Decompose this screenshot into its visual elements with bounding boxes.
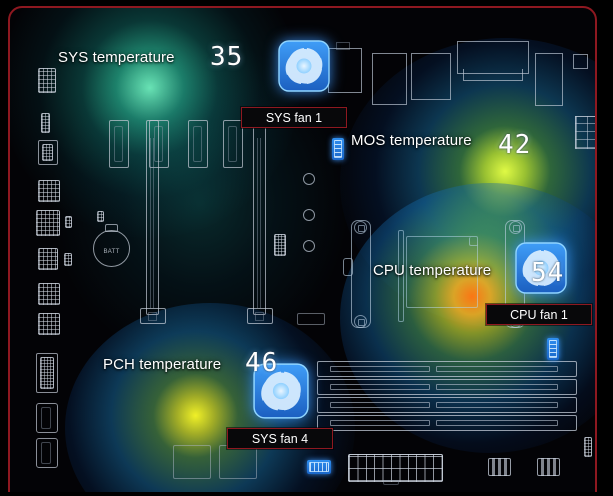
dimm-head-3 [188,120,208,168]
cpu-temperature-label: CPU temperature [373,262,492,279]
pch-temperature-value: 46 [245,348,279,378]
header-block-5b [65,216,72,228]
pcie-slot-2-seg-b [436,384,558,390]
mos-temperature-value: 42 [498,130,532,160]
dimm-head-2 [149,120,169,168]
dimm-head-3-inner [193,126,202,162]
sys-temperature-value: 35 [210,42,244,72]
socket-screw-bottom-left [354,315,367,328]
bottom-edge [0,492,613,496]
battery-header [97,211,104,222]
mount-hole-1 [303,173,315,185]
dimm-slot-b-rail [257,138,261,308]
pcie-slot-3-seg-b [436,402,558,408]
front-panel-connector-1 [488,458,511,476]
pcie-slot-1-seg-b [436,366,558,372]
header-block-9-shell [36,353,58,393]
io-ps2-tab [336,42,350,50]
dimm-head-4-inner [228,126,237,162]
dimm-slot-a-notch [148,312,157,321]
pcie-slot-2 [317,379,577,395]
usb-port-1-inner [41,407,51,429]
pcie-slot-4 [317,415,577,431]
header-block-6 [38,248,58,270]
usb-port-2-inner [41,442,51,464]
header-block-6b [64,253,72,266]
mos-temperature-label: MOS temperature [351,132,472,149]
sys-fan-4-callout[interactable]: SYS fan 4 [227,428,333,449]
chip-outline-2 [219,445,257,479]
header-block-3-shell [38,140,58,165]
sys-fan-1-callout[interactable]: SYS fan 1 [241,107,347,128]
cpu-fan-1-icon[interactable] [515,242,567,294]
front-panel-connector-2 [537,458,560,476]
io-audio-block-lip [463,69,523,81]
header-block-8 [38,313,60,335]
socket-retention-left-ear [343,258,353,276]
motherboard-frame: BATT [8,6,597,496]
header-block-1 [38,68,56,93]
sys-fan-4-icon[interactable] [253,363,309,419]
dimm-side-header [274,234,286,256]
io-small-port [573,54,588,69]
io-ps2-port [328,48,362,93]
mount-hole-2 [303,209,315,221]
dimm-slot-b-foot [247,308,273,324]
pcie-slot-4-seg-a [330,420,430,426]
cpu-fan-1-callout[interactable]: CPU fan 1 [486,304,592,325]
header-block-4 [38,180,60,202]
pcie-slot-1-seg-a [330,366,430,372]
dimm-slot-a-foot [140,308,166,324]
cpu-socket-corner [469,237,478,246]
cpu-socket-frame [398,230,404,322]
header-block-9 [40,357,54,389]
pcie-slot-3-seg-a [330,402,430,408]
chip-outline-1 [173,445,211,479]
dimm-head-1-inner [114,126,123,162]
socket-screw-top-right [509,221,522,234]
dimm-head-1 [109,120,129,168]
io-lan-port [535,53,563,106]
pcie-slot-4-seg-b [436,420,558,426]
bottom-right-header [584,437,592,457]
cpu-temperature-value: 54 [531,258,565,288]
atx-latch [383,480,399,485]
sys-fan-1-icon[interactable] [278,40,330,92]
dimm-head-4 [223,120,243,168]
io-eps-connector [575,116,595,149]
battery-label: BATT [103,249,120,256]
sys-temperature-label: SYS temperature [58,49,175,66]
dimm-slot-b-notch [255,312,264,321]
battery-tab [105,224,118,232]
socket-screw-top-left [354,221,367,234]
fan-header-sys4 [307,460,331,474]
pcie-slot-1 [317,361,577,377]
motherboard-canvas: BATT [10,8,595,496]
mount-hole-3 [303,240,315,252]
pcie-slot-3 [317,397,577,413]
fan-header-cpu1 [547,338,559,360]
io-audio-block [457,41,529,74]
header-block-2 [41,113,50,133]
header-block-7 [38,283,60,305]
io-usb-stack-1 [372,53,407,105]
slot-stub [297,313,325,325]
usb-port-1 [36,403,58,433]
pch-temperature-label: PCH temperature [103,356,222,373]
pcie-slot-2-seg-a [330,384,430,390]
fan-header-sys1 [332,138,344,160]
cpu-socket-die [406,236,478,308]
header-block-5 [36,210,60,236]
usb-port-2 [36,438,58,468]
atx-24pin-connector [348,454,443,482]
header-block-3 [42,144,53,161]
io-usb-stack-2 [411,53,451,100]
cmos-battery: BATT [93,230,130,267]
socket-retention-left [351,220,371,328]
dimm-slot-a [146,120,159,315]
dimm-slot-a-rail [150,138,154,308]
